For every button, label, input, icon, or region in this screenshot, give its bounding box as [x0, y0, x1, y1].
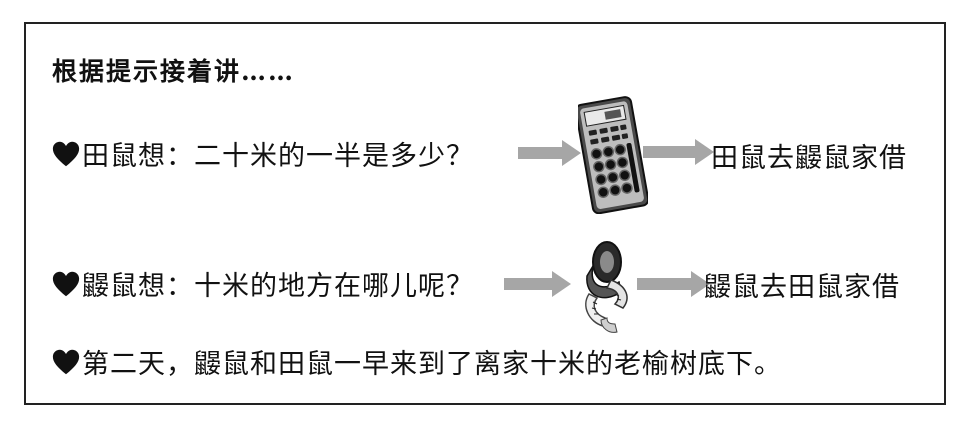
line-2-text: 鼹鼠想：十米的地方在哪儿呢？ [82, 271, 474, 302]
line-2-result: 鼹鼠去田鼠家借 [704, 272, 900, 303]
calculator-icon [578, 96, 648, 214]
heart-icon [52, 271, 80, 296]
arrow-right-icon [637, 271, 710, 297]
line-1-text: 田鼠想：二十米的一半是多少？ [82, 141, 474, 172]
prompt-line-3: 第二天，鼹鼠和田鼠一早来到了离家十米的老榆树底下。 [52, 342, 782, 381]
arrow-right-icon [504, 271, 571, 297]
story-prompt-box: 根据提示接着讲…… 田鼠想：二十米的一半是多少？ [24, 22, 946, 405]
line-3-text: 第二天，鼹鼠和田鼠一早来到了离家十米的老榆树底下。 [82, 349, 782, 380]
prompt-line-1: 田鼠想：二十米的一半是多少？ [52, 134, 474, 173]
tape-measure-icon [585, 241, 628, 333]
arrow-right-icon [518, 140, 581, 166]
line-1-result: 田鼠去鼹鼠家借 [711, 143, 907, 174]
prompt-title: 根据提示接着讲…… [52, 57, 296, 86]
arrow-right-icon [643, 139, 714, 165]
heart-icon [52, 349, 80, 374]
heart-icon [52, 141, 80, 166]
prompt-line-2: 鼹鼠想：十米的地方在哪儿呢？ [52, 264, 474, 303]
